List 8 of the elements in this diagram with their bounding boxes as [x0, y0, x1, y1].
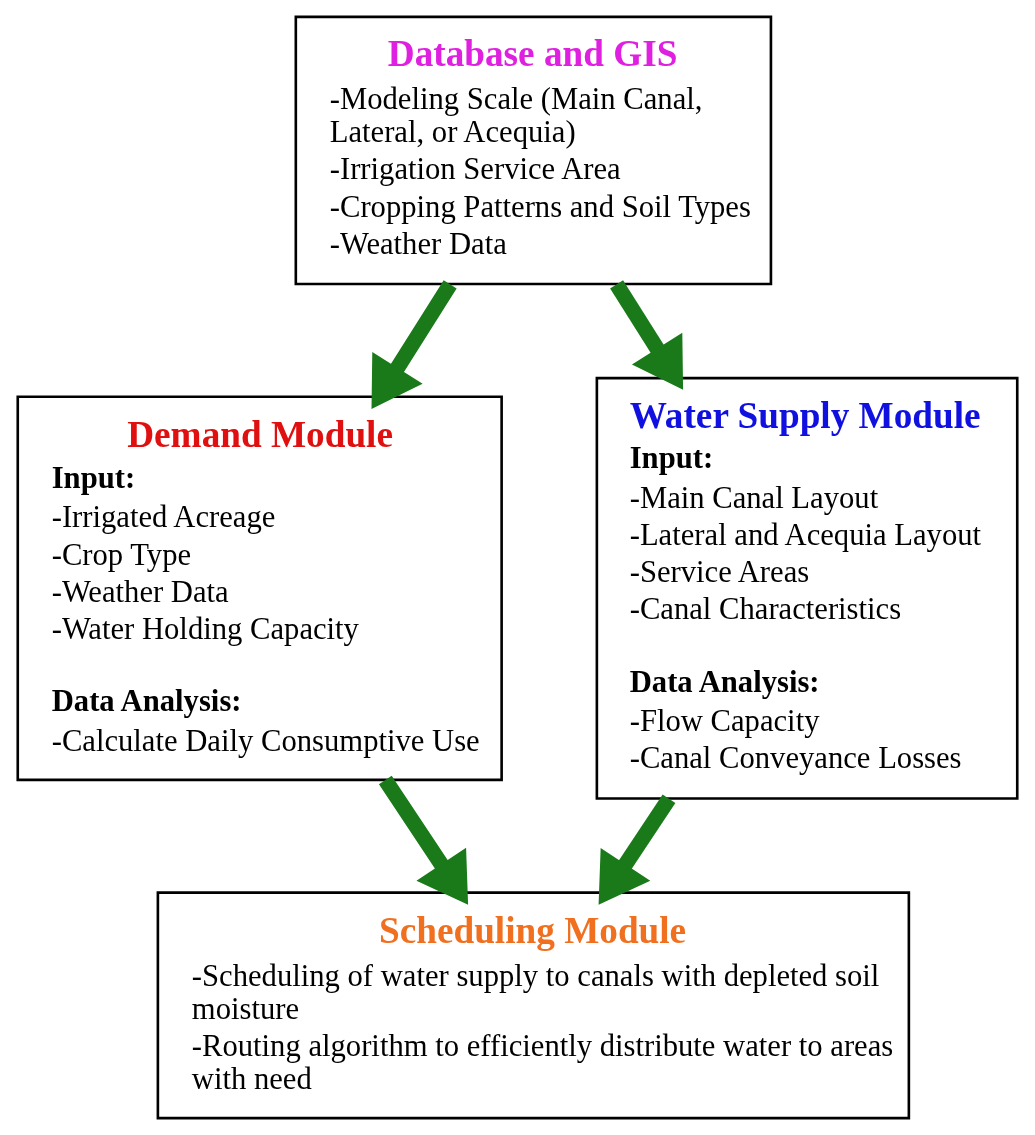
- node-box: Demand Module Input: -Irrigated Acreage -Crop Type -Weather Data -Water Holding Capacity Data Analysis: -Calculate Daily Consumptive Use: [16, 395, 503, 782]
- arrow: [598, 794, 676, 905]
- arrow: [610, 280, 684, 390]
- node-box: Water Supply Module Input: -Main Canal Layout -Lateral and Acequia Layout -Service Areas -Canal Characteristics Data Analysis: -Flow Capacity -Canal Conveyance Losses: [595, 376, 1019, 800]
- node-box: Scheduling Module -Scheduling of water supply to canals with depleted soil moisture -Routing algorithm to efficiently distribute water to areas with need: [156, 891, 911, 1120]
- node-box: Database and GIS -Modeling Scale (Main Canal, Lateral, or Acequia) -Irrigation Service Area -Cropping Patterns and Soil Types -Weather Data: [294, 15, 773, 286]
- arrow: [371, 280, 457, 409]
- arrow: [378, 775, 469, 905]
